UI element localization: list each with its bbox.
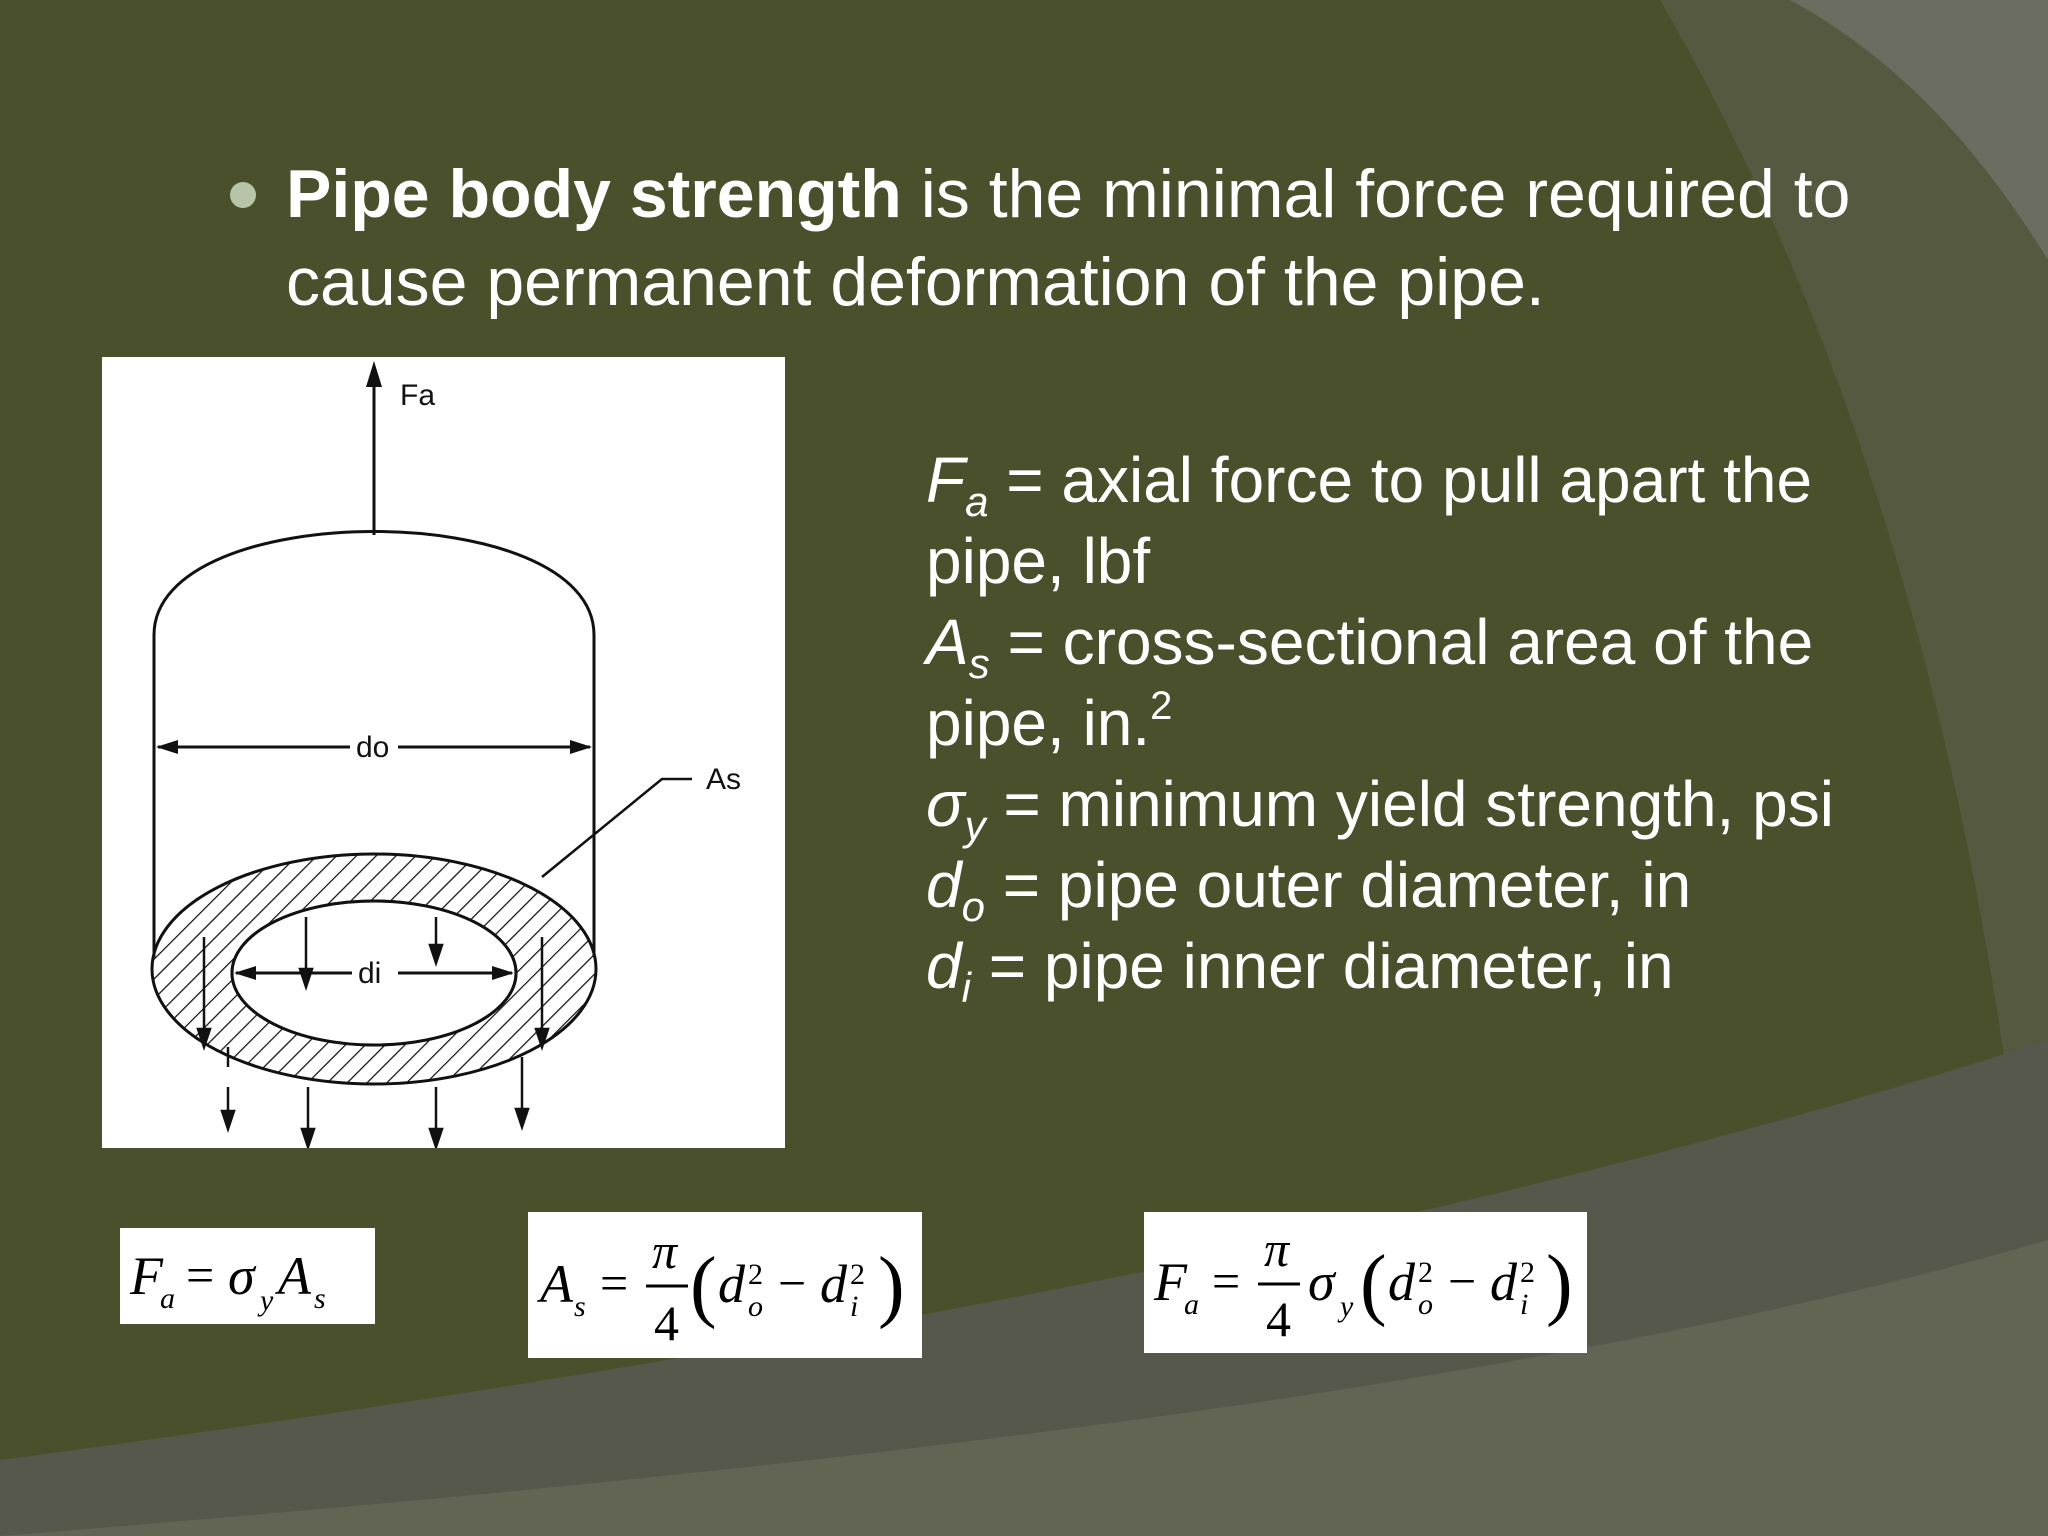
svg-text:o: o: [1418, 1288, 1433, 1321]
svg-text:=: =: [600, 1255, 628, 1311]
svg-text:−: −: [1448, 1253, 1476, 1309]
equation-cross-section-area: A s = π 4 ( d 2 o − d 2 i ): [528, 1212, 922, 1358]
svg-text:y: y: [1337, 1290, 1354, 1323]
definition-fa-continuation: pipe, lbf: [926, 525, 1151, 597]
svg-text:i: i: [850, 1290, 858, 1323]
svg-text:σ: σ: [1308, 1252, 1337, 1312]
svg-text:d: d: [1490, 1252, 1518, 1312]
svg-text:F: F: [1153, 1252, 1188, 1312]
bullet-description: is the minimal force required to cause p…: [286, 156, 1851, 320]
svg-text:d: d: [718, 1254, 746, 1314]
svg-text:4: 4: [654, 1295, 679, 1351]
svg-text:σ: σ: [228, 1246, 257, 1306]
svg-text:−: −: [778, 1255, 806, 1311]
bullet-text: Pipe body strength is the minimal force …: [286, 150, 1910, 326]
svg-text:=: =: [186, 1247, 214, 1303]
variable-definitions: Fa = axial force to pull apart the pipe,…: [926, 440, 2026, 1011]
svg-text:A: A: [537, 1254, 574, 1314]
svg-text:d: d: [820, 1254, 848, 1314]
svg-text:a: a: [160, 1282, 175, 1315]
pipe-diagram: Fa do di As: [102, 357, 785, 1148]
svg-text:π: π: [1264, 1221, 1291, 1277]
definition-as-continuation: pipe, in.2: [926, 684, 1173, 759]
force-arrowhead-icon: [366, 361, 382, 387]
pipe-diagram-svg: Fa do di As: [150, 361, 741, 1148]
svg-text:2: 2: [850, 1258, 865, 1291]
definition-as: As = cross-sectional area of the: [926, 606, 1814, 687]
area-label: As: [706, 763, 741, 796]
area-leader-line: [541, 777, 692, 878]
bullet-point: Pipe body strength is the minimal force …: [230, 150, 1910, 326]
svg-text:a: a: [1184, 1288, 1199, 1321]
bullet-bold-term: Pipe body strength: [286, 156, 902, 232]
svg-text:): ): [878, 1242, 905, 1330]
svg-text:2: 2: [1418, 1256, 1433, 1289]
svg-text:y: y: [257, 1284, 274, 1317]
svg-text:d: d: [1388, 1252, 1416, 1312]
svg-text:F: F: [129, 1246, 164, 1306]
svg-text:s: s: [574, 1290, 586, 1323]
svg-text:s: s: [314, 1282, 326, 1315]
svg-text:2: 2: [748, 1258, 763, 1291]
svg-text:(: (: [1360, 1240, 1387, 1328]
svg-text:(: (: [690, 1242, 717, 1330]
inner-diameter-label: di: [358, 957, 381, 990]
force-label: Fa: [400, 379, 435, 412]
svg-text:i: i: [1520, 1288, 1528, 1321]
equation-cross-section-area-svg: A s = π 4 ( d 2 o − d 2 i ): [537, 1223, 905, 1351]
definition-fa: Fa = axial force to pull apart the: [926, 444, 1813, 525]
svg-text:π: π: [652, 1223, 679, 1279]
equation-pipe-body-strength: F a = π 4 σ y ( d 2 o − d 2 i ): [1144, 1212, 1587, 1353]
svg-text:=: =: [1212, 1253, 1240, 1309]
definition-di: di = pipe inner diameter, in: [926, 930, 1674, 1011]
pipe-top-outline: [152, 530, 596, 636]
svg-text:4: 4: [1266, 1291, 1291, 1347]
bullet-dot-icon: [230, 182, 256, 208]
svg-text:A: A: [275, 1246, 312, 1306]
outer-diameter-label: do: [356, 731, 389, 764]
svg-text:o: o: [748, 1290, 763, 1323]
equation-axial-force: F a = σ y A s: [120, 1228, 375, 1324]
definition-do: do = pipe outer diameter, in: [926, 849, 1692, 930]
equation-axial-force-svg: F a = σ y A s: [129, 1246, 326, 1317]
stress-arrows: [196, 917, 550, 1148]
definition-sigma-y: σy = minimum yield strength, psi: [926, 768, 1834, 849]
svg-text:): ): [1546, 1240, 1573, 1328]
equation-pipe-body-strength-svg: F a = π 4 σ y ( d 2 o − d 2 i ): [1153, 1221, 1573, 1347]
svg-text:2: 2: [1520, 1256, 1535, 1289]
